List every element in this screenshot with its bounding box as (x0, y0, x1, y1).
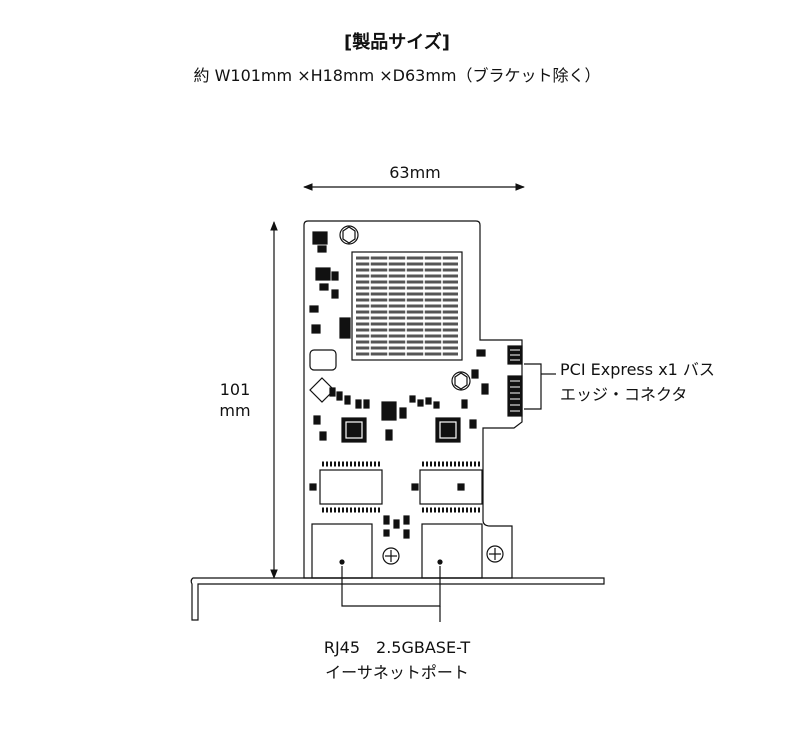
diagram-title: [製品サイズ] (344, 32, 450, 53)
product-size-subtitle: 約 W101mm ×H18mm ×D63mm（ブラケット除く） (193, 66, 601, 85)
rj45-port-right (421, 523, 483, 579)
height-dimension-value: 101 (219, 380, 251, 399)
heatsink-pin-bottom (451, 371, 471, 391)
width-dimension-label: 63mm (389, 163, 441, 182)
heatsink-pin-top (339, 225, 359, 245)
diamond-component (309, 377, 335, 403)
pcb-outline (303, 220, 523, 579)
rj45-callout-leader (341, 566, 441, 607)
heatsink-fins (356, 256, 458, 356)
rj45-callout-line2: イーサネットポート (325, 663, 469, 682)
pci-callout-line2: エッジ・コネクタ (560, 385, 688, 404)
magnetics-right (419, 469, 483, 505)
height-dimension-unit: mm (219, 401, 251, 420)
pci-callout-leader (524, 363, 542, 410)
smd-components (309, 231, 489, 539)
mounting-bracket (190, 577, 605, 621)
heatsink (351, 251, 463, 361)
magnetics-left (319, 469, 383, 505)
pci-callout-line1: PCI Express x1 バス (560, 360, 715, 379)
rj45-callout-line1: RJ45 2.5GBASE-T (323, 638, 471, 657)
screw-left (382, 547, 400, 565)
rounded-component (309, 349, 337, 371)
edge-connector-bottom (507, 375, 523, 417)
screw-right (486, 545, 504, 563)
